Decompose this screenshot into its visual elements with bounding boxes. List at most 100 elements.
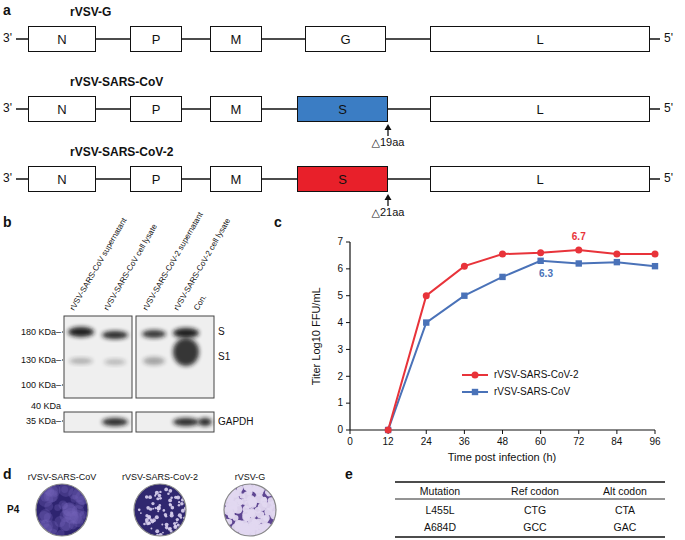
table-rule xyxy=(395,499,665,500)
axis-tick xyxy=(655,430,656,434)
plaque xyxy=(178,504,181,507)
table-cell: L455L xyxy=(425,504,454,516)
genome-backbone xyxy=(182,178,210,180)
plaque xyxy=(44,502,53,511)
plaque xyxy=(255,507,261,513)
tick-label: 48 xyxy=(497,436,508,447)
table-cell: GAC xyxy=(614,521,637,533)
table-header: Alt codon xyxy=(603,485,647,497)
table-rule xyxy=(395,536,665,537)
band-label: GAPDH xyxy=(218,416,254,428)
genome-backbone xyxy=(262,178,297,180)
genome-end: 3' xyxy=(3,102,12,116)
tick-label: 84 xyxy=(611,436,622,448)
protein-band xyxy=(198,418,212,426)
genome-end: 5' xyxy=(664,32,673,46)
gene-name: S xyxy=(338,102,347,117)
axis-tick xyxy=(578,430,579,434)
legend-text: rVSV-SARS-CoV xyxy=(494,386,570,397)
tick-label: 6 xyxy=(337,263,343,275)
plaque xyxy=(157,506,161,510)
plaque xyxy=(152,518,156,522)
legend-entry: rVSV-SARS-CoV-2 xyxy=(494,369,578,381)
plate-title: rVSV-SARS-CoV-2 xyxy=(122,472,198,482)
plaque xyxy=(174,496,177,499)
table-cell: GCC xyxy=(523,521,546,533)
plaque xyxy=(162,532,164,534)
tick-label: 36 xyxy=(459,436,470,447)
genome-backbone xyxy=(96,108,130,110)
gene-name: S xyxy=(338,172,347,187)
band-label: GAPDH xyxy=(218,416,254,427)
genome-end-line xyxy=(16,178,28,180)
lane-label: Con. xyxy=(192,293,208,312)
genome-end: 5' xyxy=(664,101,673,115)
plaque xyxy=(155,507,157,509)
plaque xyxy=(167,492,170,495)
gene-name: N xyxy=(57,32,66,47)
plate-title: rVSV-G xyxy=(235,472,266,482)
genome-end: 3' xyxy=(3,31,12,45)
deletion-arrow xyxy=(387,129,388,136)
plate-title: rVSV-G xyxy=(235,472,266,482)
plaque xyxy=(159,491,161,493)
deletion-label: △21aa xyxy=(372,206,405,219)
gene-name: M xyxy=(231,172,242,187)
series-marker xyxy=(461,293,467,299)
plaque xyxy=(145,521,148,524)
axis-tick xyxy=(350,430,351,434)
tick-label: 7 xyxy=(337,236,343,247)
genome-end: 5' xyxy=(664,171,673,185)
panel-letter: e xyxy=(345,466,353,482)
marker-tick xyxy=(62,385,63,386)
axis-title: Titer Log10 FFU/mL xyxy=(310,287,323,385)
legend-sample xyxy=(472,372,479,379)
protein-band xyxy=(173,418,199,426)
value-label: 6.3 xyxy=(539,268,553,280)
genome-end-line xyxy=(650,38,660,40)
genome-end-line xyxy=(650,178,660,180)
genome-backbone xyxy=(262,38,305,40)
gene-box: P xyxy=(130,166,182,192)
plaque xyxy=(158,494,162,498)
tick-label: 3 xyxy=(337,344,343,356)
gene-name: L xyxy=(536,102,543,117)
plaque xyxy=(244,516,249,521)
plaque xyxy=(168,489,172,493)
tick-label: 6 xyxy=(337,263,343,274)
table-cell: A684D xyxy=(424,521,456,533)
tick-label: 1 xyxy=(337,397,343,408)
plaque xyxy=(170,512,173,515)
table-header: Ref codon xyxy=(511,485,559,497)
genome-backbone xyxy=(388,178,430,180)
plaque xyxy=(262,502,267,507)
size-marker: 130 KDa– xyxy=(21,355,61,365)
panel-letter: a xyxy=(3,2,11,18)
plaque xyxy=(242,514,249,521)
value-label: 6.7 xyxy=(572,231,586,243)
gene-name: N xyxy=(57,172,66,187)
lane-label: Con. xyxy=(192,293,208,312)
table-header: Alt codon xyxy=(603,485,647,497)
gene-box: S xyxy=(297,166,388,192)
plaque xyxy=(138,509,141,512)
panel-letter: b xyxy=(3,214,12,230)
band-label: S xyxy=(218,326,225,338)
panel-letter: e xyxy=(345,466,353,482)
tick-label: 72 xyxy=(573,436,584,448)
protein-band xyxy=(104,359,126,365)
protein-band xyxy=(69,358,93,364)
size-marker: 100 KDa– xyxy=(21,380,61,390)
series-marker xyxy=(652,251,659,258)
size-marker: 35 KDa– xyxy=(26,416,61,426)
gene-name: M xyxy=(231,102,242,117)
table-cell: L455L xyxy=(425,504,454,516)
protein-band xyxy=(143,357,165,365)
axis-tick xyxy=(346,322,350,323)
plaque xyxy=(61,486,68,493)
plaque xyxy=(246,489,252,495)
plaque xyxy=(54,504,61,511)
genome-end: 5' xyxy=(664,31,673,45)
genome-backbone xyxy=(96,38,130,40)
genome-backbone xyxy=(96,178,130,180)
